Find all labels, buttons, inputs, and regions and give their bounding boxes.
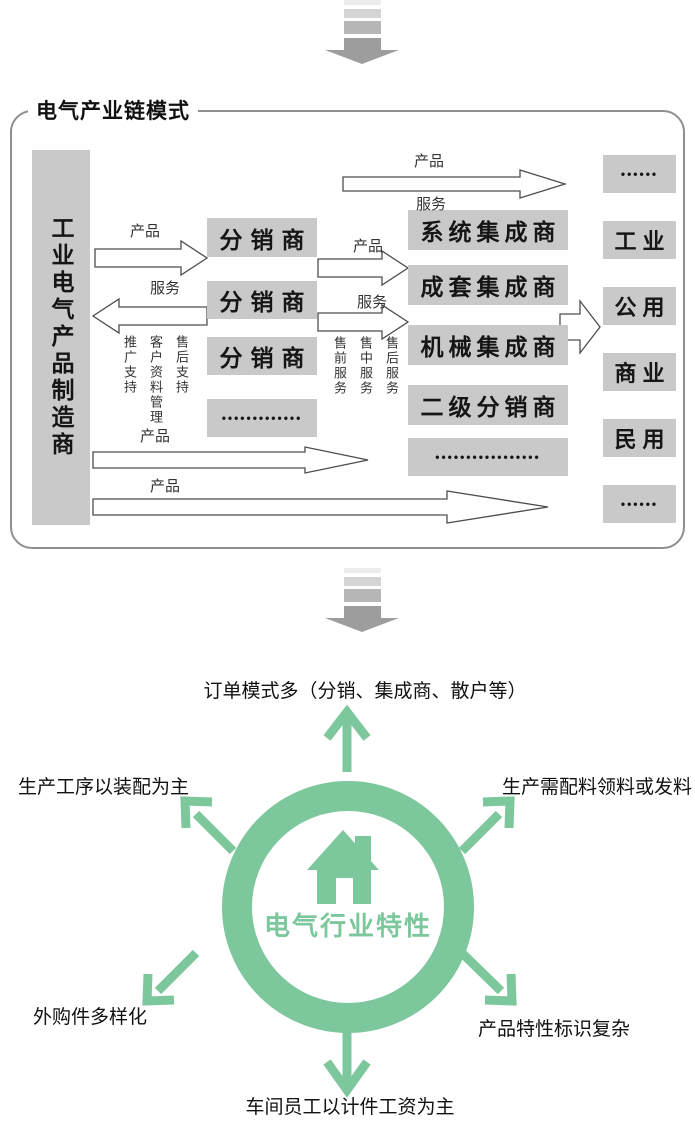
integrator-ellipsis-box: ••••••••••••••••• xyxy=(408,438,568,476)
flow-label-product: 产品 xyxy=(129,224,160,240)
manufacturer-label: 工业电气产品制造商 xyxy=(48,216,74,459)
support-label: 客户资料管理 xyxy=(148,335,163,425)
flow-label-service: 服务 xyxy=(149,281,180,297)
support-label: 售后支持 xyxy=(174,335,189,395)
distributor-box: 分销商 xyxy=(207,337,317,375)
integrator-box: 成套集成商 xyxy=(408,265,568,305)
house-icon xyxy=(307,830,379,904)
service-stage-label: 售后服务 xyxy=(384,336,399,396)
market-ellipsis-box: •••••• xyxy=(603,485,676,523)
market-box: 商业 xyxy=(603,353,676,391)
support-label: 推广支持 xyxy=(122,335,137,395)
flow-label-service: 服务 xyxy=(415,197,446,213)
feature-upper-left-label: 生产工序以装配为主 xyxy=(18,777,190,798)
support-labels: 推广支持 客户资料管理 售后支持 xyxy=(120,335,191,425)
distributor-box: 分销商 xyxy=(207,281,317,319)
arrow-down-left-icon xyxy=(142,949,200,1006)
chain-model-title: 电气产业链模式 xyxy=(28,95,198,125)
feature-upper-right-label: 生产需配料领料或发料 xyxy=(501,777,692,798)
flow-label-product: 产品 xyxy=(149,479,180,495)
feature-ring xyxy=(222,781,474,1033)
segmented-down-arrow-icon xyxy=(325,568,399,632)
integrator-box: 二级分销商 xyxy=(408,385,568,425)
feature-lower-right-label: 产品特性标识复杂 xyxy=(478,1019,631,1040)
arrow-product-bottom-1 xyxy=(92,446,369,474)
arrow-up-icon xyxy=(323,704,371,772)
flow-label-product: 产品 xyxy=(139,429,170,445)
arrow-service-dist-to-int xyxy=(317,303,410,341)
chain-model-frame xyxy=(10,110,685,549)
service-stage-labels: 售前服务 售中服务 售后服务 xyxy=(330,336,401,396)
market-box: 民用 xyxy=(603,419,676,457)
feature-bottom-label: 车间员工以计件工资为主 xyxy=(245,1097,455,1118)
feature-lower-left-label: 外购件多样化 xyxy=(33,1007,148,1028)
flow-label-product: 产品 xyxy=(413,154,444,170)
arrow-down-icon xyxy=(323,1032,371,1098)
arrow-service-dist-to-mfr xyxy=(91,297,208,335)
market-box: 工业 xyxy=(603,221,676,259)
integrator-box: 系统集成商 xyxy=(408,210,568,250)
arrow-product-dist-to-int xyxy=(317,249,410,287)
distributor-ellipsis-box: ••••••••••••• xyxy=(207,399,317,437)
market-box: 公用 xyxy=(603,287,676,325)
arrow-up-left-icon xyxy=(180,796,237,855)
arrow-product-bottom-2 xyxy=(92,490,549,524)
feature-center-label: 电气行业特性 xyxy=(263,911,432,941)
arrow-up-right-icon xyxy=(458,796,515,855)
distributor-box: 分销商 xyxy=(207,218,317,257)
arrow-product-mfr-to-dist xyxy=(94,239,209,277)
integrator-box: 机械集成商 xyxy=(408,325,568,365)
flow-label-product: 产品 xyxy=(352,239,383,255)
arrow-down-right-icon xyxy=(458,949,517,1006)
service-stage-label: 售前服务 xyxy=(332,336,347,396)
segmented-down-arrow-icon xyxy=(325,0,399,64)
market-ellipsis-box: •••••• xyxy=(603,155,676,193)
manufacturer-box: 工业电气产品制造商 xyxy=(32,150,90,525)
arrow-product-top-long xyxy=(342,169,568,199)
service-stage-label: 售中服务 xyxy=(358,336,373,396)
flow-label-service: 服务 xyxy=(356,295,387,311)
feature-top-label: 订单模式多（分销、集成商、散户等） xyxy=(203,681,527,702)
